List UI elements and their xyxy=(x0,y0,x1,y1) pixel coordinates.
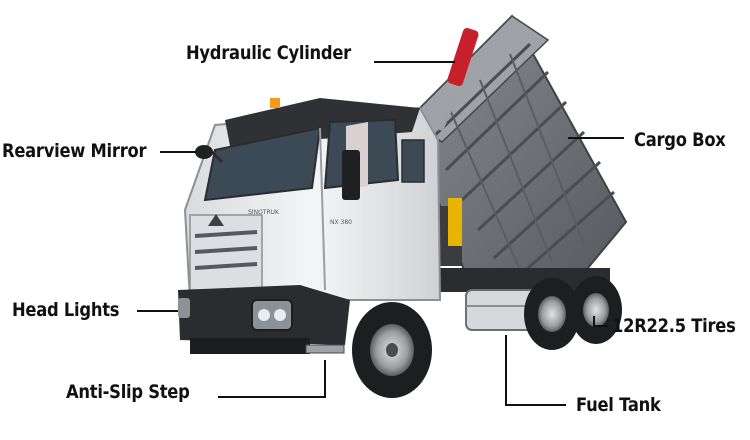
grille-badge-text: SINOTRUK xyxy=(248,209,280,216)
label-cargo-box: Cargo Box xyxy=(634,129,726,151)
hydraulic-cylinder xyxy=(437,27,479,132)
label-anti-slip-step: Anti-Slip Step xyxy=(66,381,190,403)
label-hydraulic-cylinder: Hydraulic Cylinder xyxy=(186,42,351,64)
front-wheel xyxy=(352,302,432,398)
leader-tires xyxy=(593,316,608,327)
label-fuel-tank: Fuel Tank xyxy=(576,394,661,416)
cab: SINOTRUK NX 380 xyxy=(183,98,442,301)
leader-anti-slip-step xyxy=(218,360,326,398)
label-rearview-mirror: Rearview Mirror xyxy=(2,140,147,162)
leader-fuel-tank xyxy=(505,335,566,406)
headlights xyxy=(178,298,293,331)
label-tires: 12R22.5 Tires xyxy=(612,315,736,337)
door-model-text: NX 380 xyxy=(330,219,352,226)
rear-wheels xyxy=(524,276,622,350)
label-head-lights: Head Lights xyxy=(12,299,120,321)
rearview-mirror xyxy=(195,145,224,164)
anti-slip-step xyxy=(305,344,345,354)
fuel-tank xyxy=(465,289,537,331)
